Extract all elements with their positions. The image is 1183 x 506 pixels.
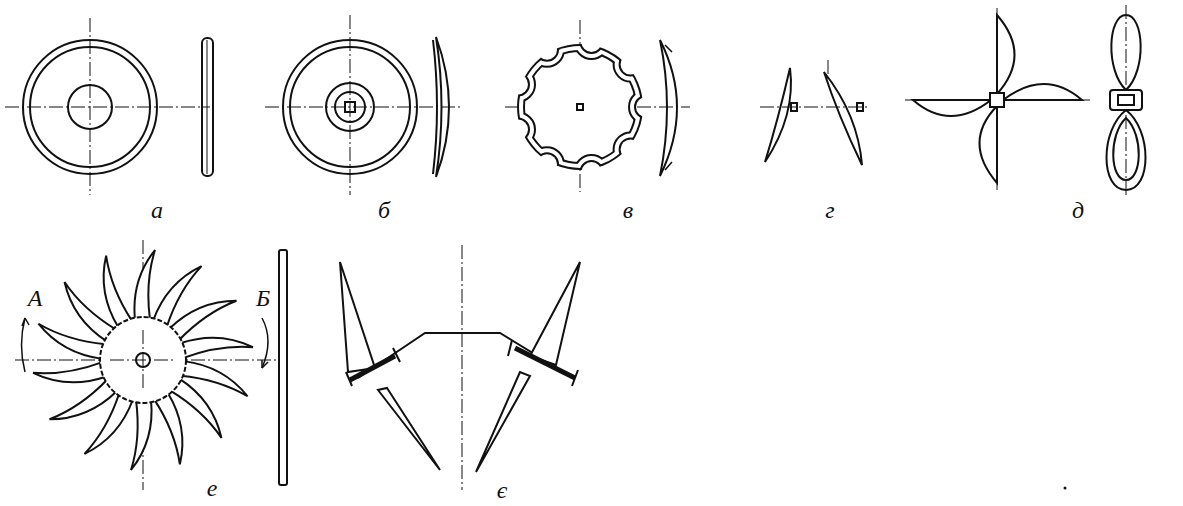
figure-letter: д — [1072, 198, 1084, 222]
figure-letter: б — [378, 198, 390, 222]
figure-letter: г — [825, 198, 834, 222]
figure-letter: є — [497, 478, 507, 502]
angle-letter: Б — [256, 286, 270, 310]
angle-letter: А — [28, 286, 43, 310]
figure-letter: е — [207, 476, 218, 500]
figure-letter: в — [623, 198, 633, 222]
figure-letter: а — [151, 198, 163, 222]
